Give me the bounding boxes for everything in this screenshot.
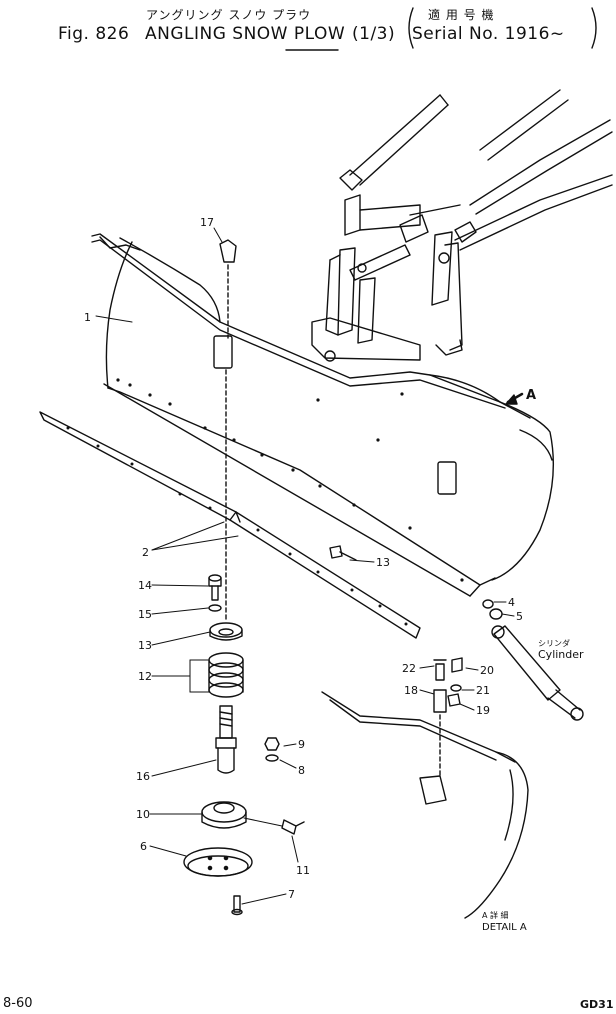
nut-4 <box>482 599 494 609</box>
sheet-number: (1/3) <box>352 24 396 44</box>
callout-12: 12 <box>138 670 152 683</box>
washer-8 <box>265 754 279 762</box>
serial-japanese: 適 用 号 機 <box>428 8 495 22</box>
cutting-edge-holes <box>66 426 408 626</box>
callout-16: 16 <box>136 770 150 783</box>
model-code: GD31 <box>580 998 614 1011</box>
shoe-6 <box>183 847 253 877</box>
detail-label-japanese: A 詳 細 <box>482 910 509 920</box>
callout-1: 1 <box>84 311 91 324</box>
bolt-14 <box>208 574 222 601</box>
callout-13-stack: 13 <box>138 639 152 652</box>
spindle-16 <box>215 705 237 774</box>
detail-a-drawing <box>321 657 529 919</box>
plate-13 <box>209 622 243 641</box>
callout-7: 7 <box>288 888 295 901</box>
nut-9 <box>264 737 280 751</box>
serial-number: Serial No. 1916~ <box>412 24 565 44</box>
nut-17 <box>219 239 237 263</box>
leader-lines <box>95 227 515 905</box>
callout-17: 17 <box>200 216 214 229</box>
springs-12 <box>208 652 244 698</box>
page-number: 8-60 <box>3 996 33 1011</box>
serial-bracket-right <box>591 7 597 49</box>
callout-15: 15 <box>138 608 152 621</box>
lift-frame <box>311 89 613 362</box>
callout-11: 11 <box>296 864 310 877</box>
serial-bracket-left <box>408 7 414 49</box>
callout-13-blade: 13 <box>376 556 390 569</box>
callout-5: 5 <box>516 610 523 623</box>
washer-5 <box>489 608 503 620</box>
grease-fitting-11 <box>281 819 305 835</box>
cylinder <box>491 625 584 721</box>
callout-6: 6 <box>140 840 147 853</box>
arrow-a <box>505 392 524 405</box>
washer-15 <box>208 604 222 612</box>
figure-number: Fig. 826 <box>58 24 130 44</box>
arrow-a-label: A <box>526 388 536 403</box>
callout-20: 20 <box>480 664 494 677</box>
detail-label: DETAIL A <box>482 922 527 933</box>
bolt-13-blade <box>329 545 357 561</box>
swivel-base-10 <box>201 801 247 829</box>
cylinder-label-japanese: シリンダ <box>538 638 570 648</box>
figure-title: ANGLING SNOW PLOW <box>145 24 346 44</box>
title-japanese: アングリング スノウ プラウ <box>146 8 312 22</box>
callout-22: 22 <box>402 662 416 675</box>
callout-14: 14 <box>138 579 152 592</box>
callout-4: 4 <box>508 596 515 609</box>
callout-19: 19 <box>476 704 490 717</box>
callout-18: 18 <box>404 684 418 697</box>
callout-8: 8 <box>298 764 305 777</box>
callout-2: 2 <box>142 546 149 559</box>
bolt-7 <box>231 895 243 916</box>
blade <box>91 233 555 597</box>
callout-21: 21 <box>476 684 490 697</box>
callout-10: 10 <box>136 808 150 821</box>
callout-9: 9 <box>298 738 305 751</box>
blade-holes <box>116 378 464 582</box>
cylinder-label: Cylinder <box>538 648 584 661</box>
cutting-edges <box>39 411 421 639</box>
callout-numbers: 1 2 4 5 6 7 8 9 10 11 12 13 13 14 15 16 … <box>84 216 523 901</box>
